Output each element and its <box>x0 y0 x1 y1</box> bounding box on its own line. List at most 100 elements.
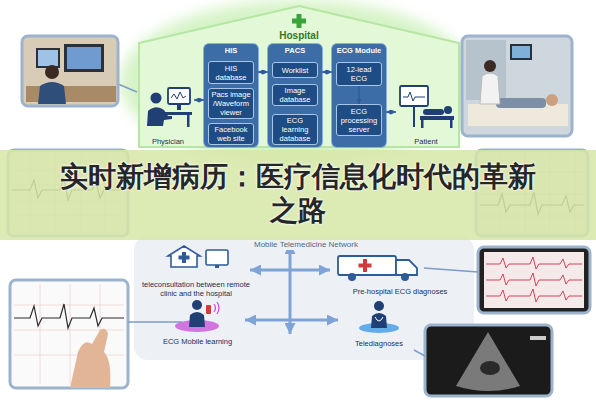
process-box: 12-lead ECG <box>336 62 382 86</box>
node-label: Worklist <box>282 66 309 75</box>
telediagnosis-icon <box>371 313 387 328</box>
mobile-learner-icon <box>128 300 219 332</box>
connector-arrow <box>322 71 332 72</box>
photo-echo <box>456 332 520 391</box>
photo-patient <box>462 36 572 136</box>
node-label: Patient <box>414 137 437 146</box>
photo-tablet <box>486 257 582 269</box>
network-ground <box>134 236 474 360</box>
node-label: HIS <box>225 46 238 56</box>
node-label: Image database <box>274 86 316 104</box>
physician-icon <box>162 112 192 115</box>
process-box: ECG learning database <box>272 114 318 145</box>
photo-tablet <box>478 247 590 313</box>
banner-title: 实时新增病历：医疗信息化时代的革新之路 <box>48 160 548 228</box>
ambulance-icon <box>338 256 478 281</box>
ambulance-icon <box>424 268 478 272</box>
photo-physician <box>22 36 118 106</box>
photo-patient <box>510 44 532 60</box>
process-box: Pacs image /Waveform viewer <box>208 88 254 119</box>
node-label: ECG learning database <box>274 116 316 143</box>
patient-icon <box>450 120 453 128</box>
physician-icon <box>177 104 181 110</box>
photo-physician <box>38 82 66 104</box>
patient-icon <box>400 86 428 106</box>
clinic-icon <box>168 246 228 268</box>
photo-tablet <box>484 252 584 308</box>
system-column: PACS WorklistImage databaseECG learning d… <box>268 44 322 147</box>
system-column: HIS HIS databasePacs image /Waveform view… <box>204 44 258 147</box>
photo-physician <box>67 47 101 69</box>
photo-patient <box>484 60 496 72</box>
photo-physician <box>22 36 118 106</box>
patient-icon <box>423 109 444 115</box>
node-label: 12-lead ECG <box>338 65 380 83</box>
hospital-building: HospitalHIS HIS databasePacs image /Wavef… <box>138 5 460 148</box>
physician-icon <box>168 88 190 104</box>
patient-icon <box>444 106 452 114</box>
telediagnosis-icon <box>374 301 384 311</box>
banner-band: 实时新增病历：医疗信息化时代的革新之路 <box>0 150 596 240</box>
connector-arrow <box>194 99 204 100</box>
node-label: ECG Module <box>337 46 382 56</box>
telediagnosis-icon <box>359 301 425 356</box>
telediagnosis-icon <box>375 317 383 321</box>
connector-arrow <box>250 269 330 272</box>
photo-patient <box>512 46 530 58</box>
node-label: Facebook web site <box>210 125 252 143</box>
photo-ecg-paper <box>70 329 110 388</box>
ambulance-icon <box>338 256 396 275</box>
node-label: PACS <box>285 46 305 56</box>
node-label: Physician <box>152 137 184 146</box>
photo-tablet <box>478 247 590 313</box>
ambulance-icon <box>359 264 372 268</box>
patient-icon <box>413 106 415 127</box>
network-label: Mobile Telemedicine Network <box>252 240 360 250</box>
node-label: Pacs image /Waveform viewer <box>210 90 252 117</box>
node-label: HIS database <box>210 64 252 82</box>
node-label: Telediagnoses <box>355 339 403 348</box>
mobile-learner-icon <box>128 321 182 323</box>
photo-tablet <box>486 273 582 286</box>
node-label: ECG Mobile learning <box>163 337 232 346</box>
clinic-icon <box>206 250 228 265</box>
photo-patient <box>462 36 572 136</box>
mobile-learner-icon <box>214 302 219 314</box>
photo-tablet <box>486 289 582 302</box>
physician-icon <box>187 115 190 127</box>
clinic-icon <box>215 265 219 268</box>
leader-line <box>118 84 137 92</box>
patient-icon <box>403 92 425 101</box>
ambulance-icon <box>396 260 417 275</box>
connector-arrow <box>245 319 338 322</box>
photo-echo <box>425 325 552 396</box>
photo-physician <box>38 50 58 66</box>
clinic-icon <box>179 256 190 260</box>
patient-icon <box>421 120 424 128</box>
physician-icon <box>151 93 162 104</box>
patient-icon <box>400 86 454 128</box>
photo-echo <box>425 325 552 396</box>
telediagnosis-icon <box>414 350 425 356</box>
process-box: Facebook web site <box>208 123 254 145</box>
photo-ecg-paper <box>10 280 128 388</box>
photo-physician <box>45 65 59 79</box>
photo-echo <box>480 361 500 375</box>
connector-arrow <box>258 71 268 72</box>
photo-ecg-paper <box>10 280 128 388</box>
mobile-learner-icon <box>192 300 202 310</box>
process-box: Worklist <box>272 62 318 78</box>
actor-node: teleconsultation between remote clinic a… <box>142 244 250 298</box>
photo-physician <box>36 48 60 68</box>
node-label: Hospital <box>279 30 318 42</box>
photo-patient <box>480 73 500 104</box>
hospital-cross <box>292 19 306 24</box>
physician-icon <box>171 92 186 99</box>
physician-icon <box>147 107 172 126</box>
mobile-learner-icon <box>189 312 205 327</box>
label-holder: Mobile Telemedicine Network <box>252 240 360 250</box>
physician-icon <box>147 88 192 127</box>
process-box: ECG processing server <box>336 104 382 136</box>
photo-physician <box>64 44 104 72</box>
connector-arrow <box>358 86 359 104</box>
